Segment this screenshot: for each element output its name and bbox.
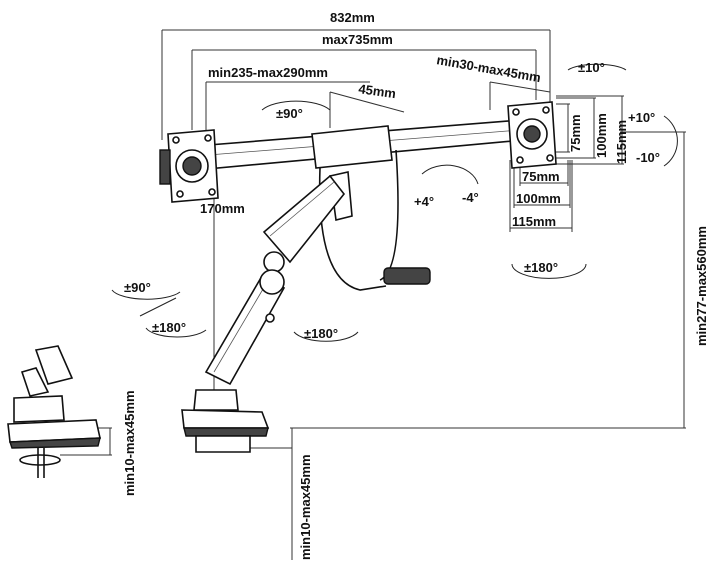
label-inner-offset: 45mm [358, 81, 397, 101]
label-tilt-down: -10° [636, 150, 660, 165]
label-tilt-offset: min30-max45mm [435, 52, 542, 85]
vesa-plate-left [159, 129, 219, 203]
desk-clamp-main [181, 389, 270, 453]
upper-arm [262, 174, 346, 273]
label-swivel-180-center: ±180° [304, 326, 338, 341]
label-vesa-100-vertical: 100mm [594, 113, 609, 158]
label-tilt-small-up: +4° [414, 194, 434, 209]
label-clamp-range-left: min10-max45mm [122, 391, 137, 497]
label-vesa-offset: min235-max290mm [208, 65, 328, 80]
label-swivel-head: ±90° [276, 106, 303, 121]
label-pole-offset: 170mm [200, 201, 245, 216]
vesa-plate-right [507, 101, 557, 169]
label-vesa-115-horizontal: 115mm [512, 214, 556, 229]
label-swivel-90-left: ±90° [124, 280, 151, 295]
label-rotate-180-right: ±180° [524, 260, 558, 275]
label-clamp-range-right: min10-max45mm [298, 455, 313, 561]
rotation-arrows [111, 63, 678, 342]
dimension-lines [60, 29, 686, 560]
label-height-range: min277-max560mm [694, 226, 709, 346]
desk-clamp-detail [7, 345, 101, 478]
label-overall-width: 832mm [330, 10, 375, 25]
label-swivel-180-left: ±180° [152, 320, 186, 335]
label-vesa-115-vertical: 115mm [614, 120, 629, 164]
lower-arm [204, 269, 286, 386]
label-tilt-up: +10° [628, 110, 655, 125]
label-rotation-top: ±10° [578, 60, 605, 75]
label-vesa-100-horizontal: 100mm [516, 191, 561, 206]
label-vesa-75-vertical: 75mm [568, 114, 583, 152]
label-arm-span: max735mm [322, 32, 393, 47]
label-vesa-75-horizontal: 75mm [522, 169, 560, 184]
label-tilt-small-down: -4° [462, 190, 479, 205]
